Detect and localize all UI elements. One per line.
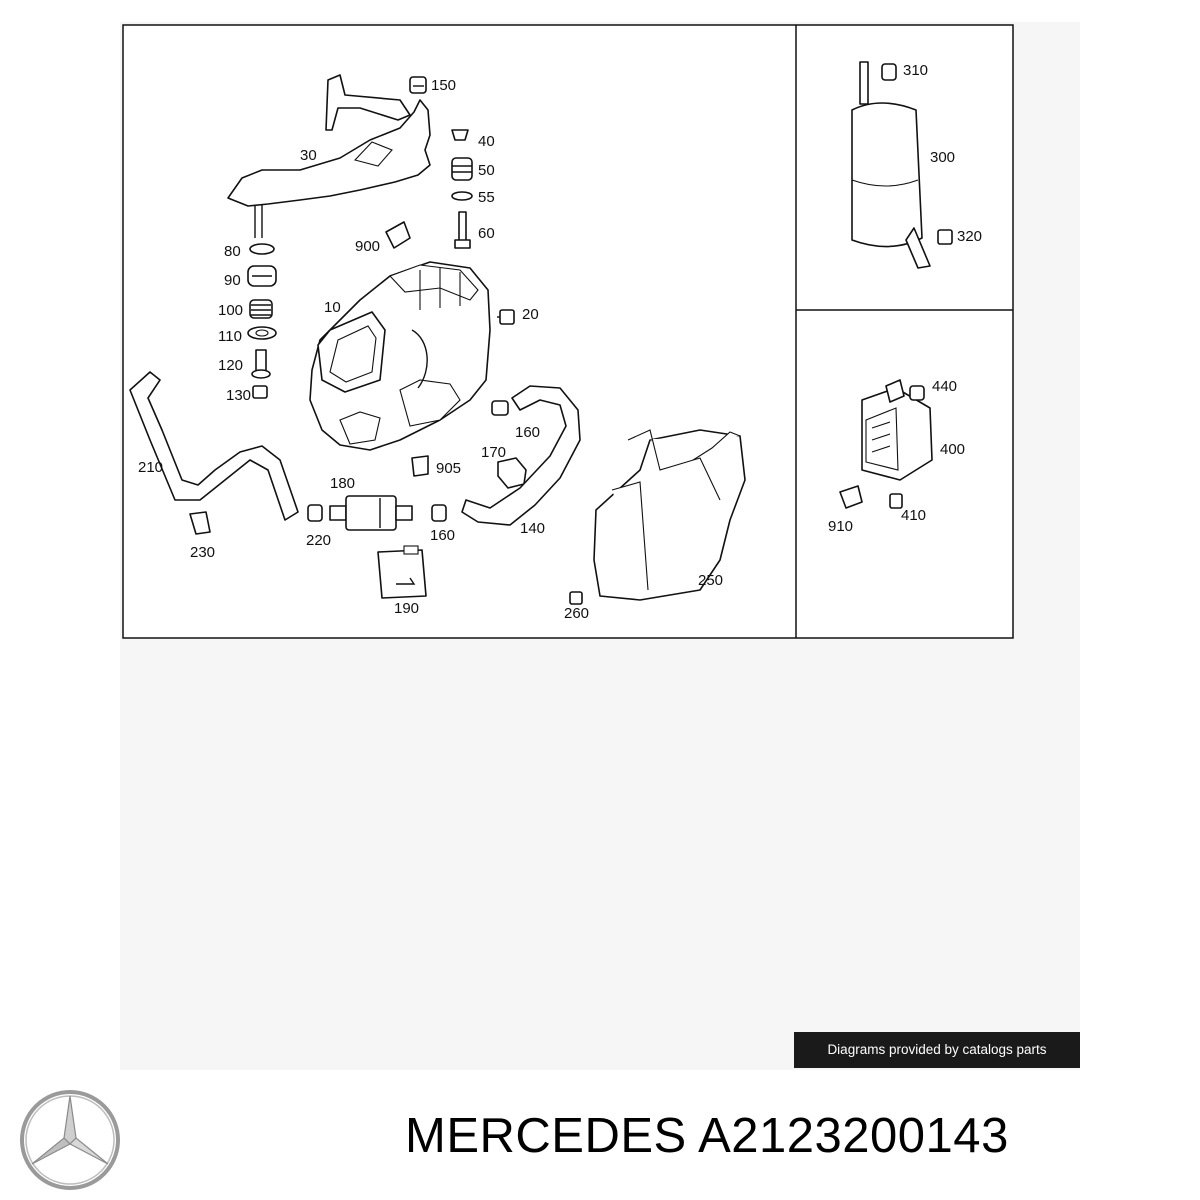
credit-banner: Diagrams provided by catalogs parts: [794, 1032, 1080, 1068]
part-210-hose: [129, 371, 299, 521]
part-110-grommet: [247, 326, 277, 340]
callout-160-upper: 160: [515, 424, 540, 441]
part-55-washer: [451, 191, 473, 201]
part-40-cap: [451, 129, 469, 141]
part-30-bracket: [227, 74, 431, 238]
part-150-hose: [461, 385, 581, 526]
callout-20: 20: [522, 306, 539, 323]
callout-180: 180: [330, 475, 355, 492]
part-120-pin: [251, 349, 271, 379]
callout-140: 150: [431, 77, 456, 94]
callout-120: 120: [218, 357, 243, 374]
callout-130: 130: [226, 387, 251, 404]
callout-230: 230: [190, 544, 215, 561]
part-100-spring: [249, 299, 273, 319]
callout-210: 210: [138, 459, 163, 476]
callout-50: 50: [478, 162, 495, 179]
callout-900: 900: [355, 238, 380, 255]
callout-910: 910: [828, 518, 853, 535]
part-440-fitting: [909, 385, 925, 401]
callout-80: 80: [224, 243, 241, 260]
callout-260: 260: [564, 605, 589, 622]
callout-190: 190: [394, 600, 419, 617]
part-250-housing: [593, 429, 746, 601]
part-905-tag: [411, 455, 429, 477]
part-230-clip: [189, 511, 211, 535]
callout-160-lower: 160: [430, 527, 455, 544]
callout-170: 170: [481, 444, 506, 461]
part-320-nut: [937, 229, 953, 245]
callout-440: 440: [932, 378, 957, 395]
callout-150: 140: [520, 520, 545, 537]
callout-310: 310: [903, 62, 928, 79]
part-900-tag: [385, 221, 411, 249]
part-190-cover: [377, 545, 427, 599]
part-50-bushing: [451, 157, 473, 181]
part-160-clamp-lower: [431, 504, 447, 522]
part-10-compressor: [309, 261, 491, 451]
part-310-fitting: [881, 63, 897, 81]
part-400-valve-block: [861, 379, 933, 481]
part-220-clamp: [307, 504, 323, 522]
callout-100: 100: [218, 302, 243, 319]
part-140-nut: [409, 76, 427, 94]
callout-410: 410: [901, 507, 926, 524]
part-60-bolt: [454, 211, 471, 249]
callout-905: 905: [436, 460, 461, 477]
part-90-bushing: [247, 265, 277, 287]
callout-90: 90: [224, 272, 241, 289]
callout-110: 110: [218, 328, 242, 345]
callout-60: 60: [478, 225, 495, 242]
callout-320: 320: [957, 228, 982, 245]
part-410-fitting: [889, 493, 903, 509]
part-20-fitting: [497, 309, 515, 325]
callout-400: 400: [940, 441, 965, 458]
callout-220: 220: [306, 532, 331, 549]
part-160-clamp-upper: [491, 400, 509, 416]
callout-10: 10: [324, 299, 341, 316]
callout-300: 300: [930, 149, 955, 166]
part-260-screw: [569, 591, 583, 605]
part-180-filter: [329, 495, 413, 531]
part-80-washer: [249, 243, 275, 255]
part-300-reservoir: [851, 61, 931, 269]
callout-30: 30: [300, 147, 317, 164]
part-910-tag: [839, 485, 863, 509]
mercedes-star-icon: [20, 1090, 120, 1190]
part-130-nut: [252, 385, 268, 399]
callout-250: 250: [698, 572, 723, 589]
page-title: MERCEDES A2123200143: [405, 1109, 1009, 1163]
callout-55: 55: [478, 189, 495, 206]
callout-40: 40: [478, 133, 495, 150]
